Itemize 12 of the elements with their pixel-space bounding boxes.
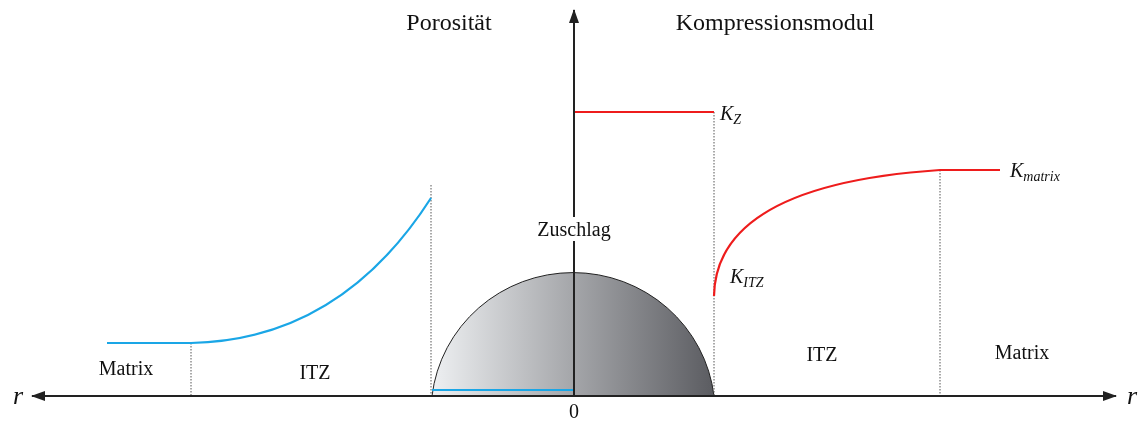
axis-label: r [1126,383,1138,409]
axis-label: K$_{Z}$ [720,102,742,128]
axis-label: 0 [569,401,579,421]
axis-label: K$_{ITZ}$ [730,265,764,291]
axis-label: Matrix [98,358,154,378]
axis-label: K$_{matrix}$ [1010,159,1060,185]
axis-label: Matrix [994,342,1050,362]
axis-label: ITZ [299,362,331,382]
axis-label: Porosität [406,10,492,34]
axis-label: ITZ [806,344,838,364]
axis-label: r [12,383,24,409]
axis-label: Kompressionsmodul [675,10,875,34]
